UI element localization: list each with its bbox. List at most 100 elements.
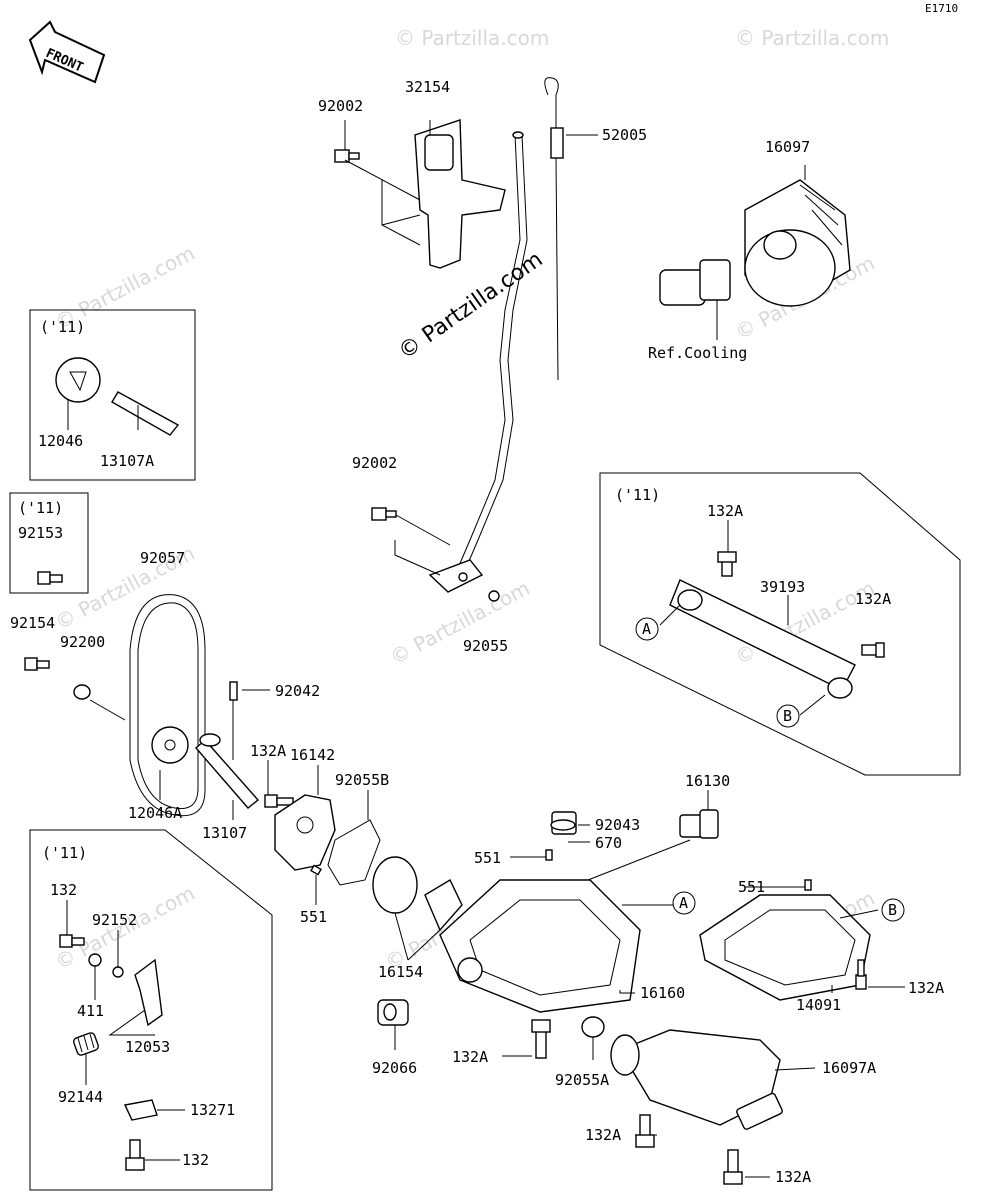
- label-16097: 16097: [765, 138, 810, 156]
- relief-valve-16130: [679, 809, 719, 839]
- label-32154: 32154: [405, 78, 450, 96]
- year-box-92153: [9, 492, 89, 594]
- label-92042: 92042: [275, 682, 320, 700]
- gasket-92055B: [327, 819, 381, 886]
- bolt-132A-r2: [861, 642, 885, 658]
- svg-text:A: A: [642, 620, 651, 638]
- label-92154: 92154: [10, 614, 55, 632]
- leader-pipe: [659, 520, 826, 716]
- bolt-132-bot: [125, 1139, 145, 1171]
- bolt-92153: [37, 571, 63, 585]
- label-132-bot: 132: [182, 1151, 209, 1169]
- label-16097A: 16097A: [822, 1059, 876, 1077]
- label-16154: 16154: [378, 963, 423, 981]
- nut-92152: [112, 966, 124, 978]
- watermark-1: © Partzilla.com: [395, 26, 549, 50]
- label-16142: 16142: [290, 746, 335, 764]
- pin-551-upper: [545, 849, 553, 861]
- callout-b-filter: B: [881, 898, 905, 922]
- label-12046: 12046: [38, 432, 83, 450]
- washer-92200: [73, 684, 91, 700]
- o-ring-670: [550, 819, 576, 831]
- leader-misc: [502, 986, 905, 1178]
- watermark-main: © Partzilla.com: [394, 247, 547, 365]
- washer-411: [88, 953, 102, 967]
- front-arrow-icon: FRONT: [28, 20, 106, 84]
- year-box-sprocket: [29, 309, 196, 481]
- pin-92042: [229, 681, 238, 701]
- bolt-92002-mid: [371, 507, 397, 521]
- label-670: 670: [595, 834, 622, 852]
- label-132A-right: 132A: [908, 979, 944, 997]
- part-labels: 32154 92002 52005 16097 Ref.Cooling 1204…: [10, 78, 944, 1186]
- pin-551-pump: [310, 864, 322, 876]
- rotor-16154: [372, 856, 463, 932]
- sprocket-12046: [55, 357, 101, 403]
- label-132A-pump: 132A: [250, 742, 286, 760]
- oil-pump-16142: [274, 794, 336, 871]
- watermarks: © Partzilla.com © Partzilla.com © Partzi…: [51, 26, 889, 979]
- oil-pan-14091: [699, 894, 871, 1001]
- leader-A-B: [622, 904, 879, 919]
- watermark-5: © Partzilla.com: [386, 576, 534, 670]
- oil-pan-16160: [439, 879, 641, 1013]
- oil-gauge-tube: [428, 131, 528, 593]
- bolt-92002-top: [334, 149, 360, 163]
- label-551-c: 551: [738, 878, 765, 896]
- label-92043: 92043: [595, 816, 640, 834]
- label-551-b: 551: [300, 908, 327, 926]
- bolt-132A-r1: [717, 551, 737, 577]
- watermark-2: © Partzilla.com: [735, 26, 889, 50]
- label-ref-cooling: Ref.Cooling: [648, 344, 747, 362]
- label-92200: 92200: [60, 633, 105, 651]
- svg-text:A: A: [679, 894, 688, 912]
- year-tag-2: ('11): [18, 499, 63, 517]
- shaft-13107: [195, 733, 260, 809]
- label-39193: 39193: [760, 578, 805, 596]
- oil-filter-16097: [744, 179, 851, 307]
- label-13107A: 13107A: [100, 452, 154, 470]
- label-132: 132: [50, 881, 77, 899]
- label-92055: 92055: [463, 637, 508, 655]
- leader-tensioner: [94, 930, 155, 1036]
- label-12046A: 12046A: [128, 804, 182, 822]
- year-tag-3: ('11): [615, 486, 660, 504]
- oil-pipe-39193: [669, 579, 856, 699]
- leader-92002-top: [344, 159, 421, 246]
- tensioner-12053: [134, 958, 163, 1027]
- bolt-132A-right: [855, 959, 867, 990]
- leader-16154: [394, 912, 441, 961]
- spring-92144: [73, 1032, 99, 1056]
- label-92002-top: 92002: [318, 97, 363, 115]
- leader-551: [510, 856, 805, 888]
- chain-92057: [129, 594, 206, 817]
- callout-a-pipe: A: [635, 617, 659, 641]
- svg-text:B: B: [783, 707, 792, 725]
- label-132A-bot1: 132A: [585, 1126, 621, 1144]
- label-13271: 13271: [190, 1101, 235, 1119]
- label-16130: 16130: [685, 772, 730, 790]
- label-92144: 92144: [58, 1088, 103, 1106]
- bolt-92154: [24, 657, 50, 671]
- plug-92066: [377, 999, 409, 1026]
- leader-92200: [89, 699, 126, 721]
- label-92066: 92066: [372, 1059, 417, 1077]
- label-92152: 92152: [92, 911, 137, 929]
- label-92055A: 92055A: [555, 1071, 609, 1089]
- o-ring-92055: [488, 590, 500, 602]
- bracket-32154: [414, 119, 506, 269]
- callout-b-pipe: B: [776, 704, 800, 728]
- label-132A-bot2: 132A: [775, 1168, 811, 1186]
- year-tag-1: ('11): [40, 318, 85, 336]
- label-92055B: 92055B: [335, 771, 389, 789]
- pin-551-right: [804, 879, 812, 891]
- bolt-132-top: [59, 934, 85, 948]
- year-box-pipe: [599, 472, 961, 776]
- plate-13271: [123, 1099, 158, 1121]
- bolt-132A-pan: [531, 1019, 551, 1059]
- label-92002-mid: 92002: [352, 454, 397, 472]
- label-13107: 13107: [202, 824, 247, 842]
- label-132A-pan: 132A: [452, 1048, 488, 1066]
